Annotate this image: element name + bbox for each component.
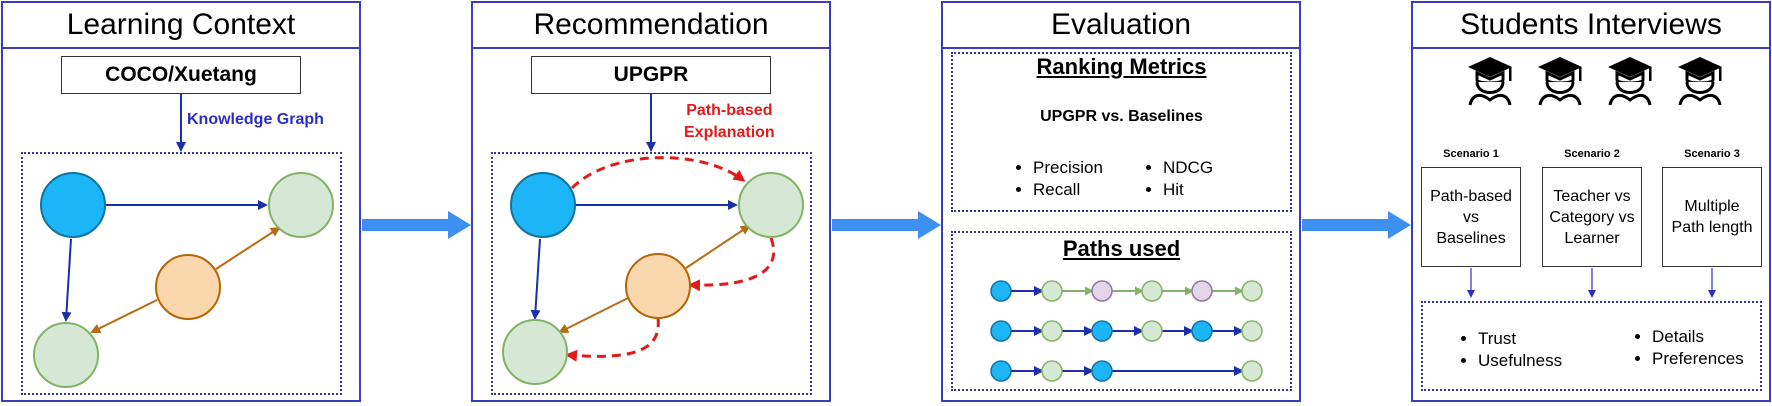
rec-node-green-right [738,172,804,238]
graduate-student-icon [1608,57,1652,106]
scenario-3-line: Multiple [1684,198,1740,215]
aspect-preferences: Preferences [1652,348,1744,370]
graduate-student-icon [1678,57,1722,106]
ranking-metrics-box [951,52,1292,212]
rec-edge-orange-to-green-right [685,224,751,269]
knowledge-graph-label: Knowledge Graph [187,111,324,128]
rec-edge-blue-to-green-bottom [530,238,541,320]
path-row-2 [990,320,1263,342]
node-blue [40,172,106,238]
knowledge-graph-area [21,152,342,395]
scenario-1-line: Path-based [1430,187,1512,205]
learning-context-title: Learning Context [3,3,359,49]
path-explanation-line2: Explanation [684,124,775,141]
node-green-bottom [33,322,99,388]
edge-orange-to-green-right [215,226,281,270]
explanation-path-1 [570,156,746,190]
scenario-1-line: Baselines [1436,229,1506,247]
rec-node-orange [625,253,691,319]
scenario-1-title: Scenario 1 [1443,148,1499,160]
node-orange [155,254,221,320]
flow-arrow-1 [362,211,471,239]
evaluation-title: Evaluation [943,3,1299,49]
flow-arrow-2 [832,211,941,239]
aspect-details: Details [1652,326,1744,348]
paths-used-box [951,231,1292,391]
edge-blue-to-green-bottom [61,238,72,322]
aspect-trust: Trust [1478,328,1562,350]
scenario-2-line: Teacher vs [1553,187,1631,205]
explanation-path-3 [565,317,660,362]
aspect-usefulness: Usefulness [1478,350,1562,372]
metrics-list-left: Precision Recall [1013,157,1103,201]
scenario-2-box: Teacher vs Category vs Learner [1542,167,1642,267]
upgpr-box: UPGPR [531,56,771,94]
scenario-1-box: Path-based vs Baselines [1421,167,1521,267]
metric-recall: Recall [1033,179,1103,201]
recommendation-panel: Recommendation [471,1,831,402]
recommendation-title: Recommendation [473,3,829,49]
evaluation-panel: Evaluation [941,1,1301,402]
aspects-list-right: Details Preferences [1632,326,1744,370]
metric-hit: Hit [1163,179,1213,201]
graduate-student-icon [1538,57,1582,106]
learning-context-panel: Learning Context [1,1,361,402]
dataset-box: COCO/Xuetang [61,56,301,94]
paths-used-title: Paths used [1062,236,1181,261]
metric-ndcg: NDCG [1163,157,1213,179]
scenario-2-line: Learner [1564,229,1620,247]
flow-arrow-3 [1302,211,1411,239]
interview-aspects-box [1421,301,1762,391]
rec-node-blue [510,172,576,238]
path-explanation-label: Path-based Explanation [684,100,775,144]
path-explanation-line1: Path-based [686,102,773,119]
rec-edge-orange-to-green-bottom [558,297,629,333]
metrics-list-right: NDCG Hit [1143,157,1213,201]
node-green-right [268,172,334,238]
aspects-list-left: Trust Usefulness [1458,328,1562,372]
rec-node-green-bottom [502,319,568,385]
scenario-1-line: vs [1463,208,1479,226]
path-row-3 [990,360,1263,382]
scenario-3-box: Multiple Path length [1662,167,1762,267]
interviews-panel: Students Interviews [1411,1,1771,402]
recommendation-graph-area [491,152,812,395]
scenario-2-line: Category vs [1549,208,1635,226]
metric-precision: Precision [1033,157,1103,179]
scenario-2-title: Scenario 2 [1564,148,1620,160]
edge-orange-to-green-bottom [90,299,158,333]
scenario-3-line: Path length [1671,219,1753,236]
ranking-metrics-title: Ranking Metrics [1036,54,1207,79]
comparison-label: UPGPR vs. Baselines [1040,108,1203,125]
scenario-3-title: Scenario 3 [1684,148,1740,160]
path-row-1 [990,280,1263,302]
explanation-path-2 [688,237,776,292]
graduate-student-icon [1468,57,1512,106]
interviews-title: Students Interviews [1413,3,1769,49]
